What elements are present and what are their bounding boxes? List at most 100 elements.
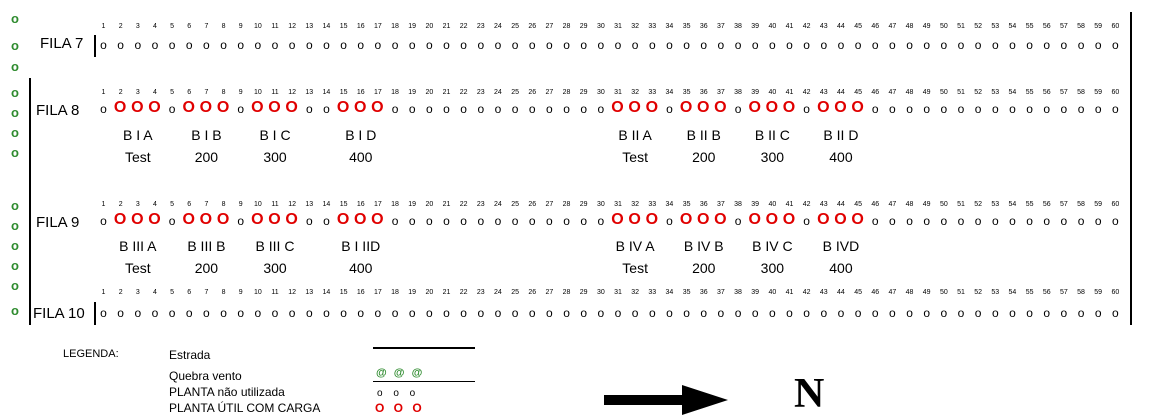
- plot-name-label: B II B: [686, 127, 721, 143]
- column-number: 49: [922, 201, 931, 208]
- unused-plant: o: [1094, 102, 1102, 116]
- useful-plant: O: [285, 211, 299, 228]
- useful-plant: O: [268, 211, 282, 228]
- column-number: 10: [253, 289, 262, 296]
- unused-plant: o: [1094, 306, 1102, 320]
- useful-plant: O: [113, 211, 128, 228]
- column-number: 40: [768, 89, 777, 96]
- column-number: 10: [253, 89, 262, 96]
- windbreak-marker: o: [11, 85, 19, 100]
- useful-plant: O: [285, 99, 299, 116]
- useful-plant: O: [645, 211, 660, 228]
- column-number: 37: [716, 289, 725, 296]
- column-number: 18: [391, 201, 399, 208]
- column-number: 51: [957, 289, 965, 296]
- windbreak-marker: o: [11, 238, 19, 253]
- useful-plant: O: [782, 211, 797, 228]
- unused-plant: o: [134, 38, 142, 52]
- column-number: 56: [1042, 23, 1051, 30]
- column-number: 60: [1111, 89, 1120, 96]
- column-number: 9: [238, 89, 243, 96]
- unused-plant: o: [1060, 306, 1068, 320]
- unused-plant: o: [803, 306, 810, 320]
- column-number: 47: [888, 201, 897, 208]
- useful-plant: O: [834, 99, 848, 116]
- unused-plant: o: [511, 306, 519, 320]
- column-number: 35: [682, 89, 691, 96]
- column-number: 46: [871, 23, 880, 30]
- unused-plant: o: [1112, 102, 1119, 116]
- column-number: 17: [373, 23, 382, 30]
- column-number: 51: [957, 201, 965, 208]
- column-number: 38: [734, 201, 742, 208]
- column-number: 8: [221, 201, 226, 208]
- column-number: 45: [854, 289, 862, 296]
- useful-plant: O: [148, 211, 162, 228]
- right-road-border: [1130, 12, 1132, 325]
- unused-plant: o: [1060, 214, 1068, 228]
- useful-plant: O: [817, 99, 831, 116]
- column-number: 28: [562, 89, 571, 96]
- unused-plant: o: [1043, 102, 1051, 116]
- column-number: 33: [648, 89, 657, 96]
- column-number: 42: [802, 23, 811, 30]
- unused-plant: o: [1112, 214, 1119, 228]
- unused-plant: o: [974, 214, 982, 228]
- useful-plant: O: [817, 211, 831, 228]
- column-number: 1: [101, 23, 106, 30]
- column-number: 3: [135, 89, 140, 96]
- unused-plant: o: [1026, 38, 1033, 52]
- column-number: 19: [408, 289, 417, 296]
- column-number: 27: [545, 23, 554, 30]
- useful-plant: O: [748, 211, 762, 228]
- windbreak-marker: o: [11, 145, 19, 160]
- unused-plant: o: [254, 38, 262, 52]
- plot-name-label: B III A: [119, 238, 157, 254]
- useful-plant: O: [679, 99, 694, 116]
- unused-plant: o: [1009, 38, 1016, 52]
- column-number: 20: [425, 201, 434, 208]
- column-number: 33: [648, 289, 657, 296]
- row-label: FILA 8: [36, 102, 80, 119]
- useful-plant: O: [182, 99, 196, 116]
- unused-plant: o: [597, 306, 605, 320]
- unused-plant: o: [563, 306, 570, 320]
- column-number: 53: [991, 23, 1000, 30]
- column-number: 56: [1042, 89, 1051, 96]
- column-number: 18: [391, 89, 399, 96]
- unused-plant: o: [871, 102, 879, 116]
- unused-plant: o: [443, 38, 450, 52]
- unused-plant: o: [391, 214, 399, 228]
- unused-plant: o: [991, 214, 999, 228]
- unused-plant: o: [683, 38, 690, 52]
- column-number: 31: [614, 89, 622, 96]
- column-number: 16: [356, 23, 365, 30]
- column-number: 41: [785, 201, 794, 208]
- unused-plant: o: [769, 38, 776, 52]
- column-number: 55: [1025, 201, 1034, 208]
- column-number: 45: [854, 89, 862, 96]
- unused-plant: o: [889, 214, 896, 228]
- column-number: 31: [614, 289, 622, 296]
- column-number: 2: [118, 201, 123, 208]
- legend-useful-plant-label: PLANTA ÚTIL COM CARGA: [169, 401, 321, 415]
- unused-plant: o: [734, 38, 742, 52]
- unused-plant: o: [391, 306, 399, 320]
- unused-plant: o: [923, 102, 931, 116]
- column-number: 41: [785, 23, 794, 30]
- column-number: 59: [1094, 89, 1103, 96]
- unused-plant: o: [974, 38, 982, 52]
- column-number: 41: [785, 289, 794, 296]
- column-number: 54: [1008, 89, 1017, 96]
- column-number: 33: [648, 23, 657, 30]
- unused-plant: o: [563, 102, 570, 116]
- column-number: 16: [356, 201, 365, 208]
- unused-plant: o: [528, 102, 536, 116]
- useful-plant: O: [113, 99, 128, 116]
- column-number: 46: [871, 289, 880, 296]
- unused-plant: o: [288, 306, 296, 320]
- column-number: 48: [905, 23, 914, 30]
- unused-plant: o: [477, 306, 485, 320]
- unused-plant: o: [443, 102, 450, 116]
